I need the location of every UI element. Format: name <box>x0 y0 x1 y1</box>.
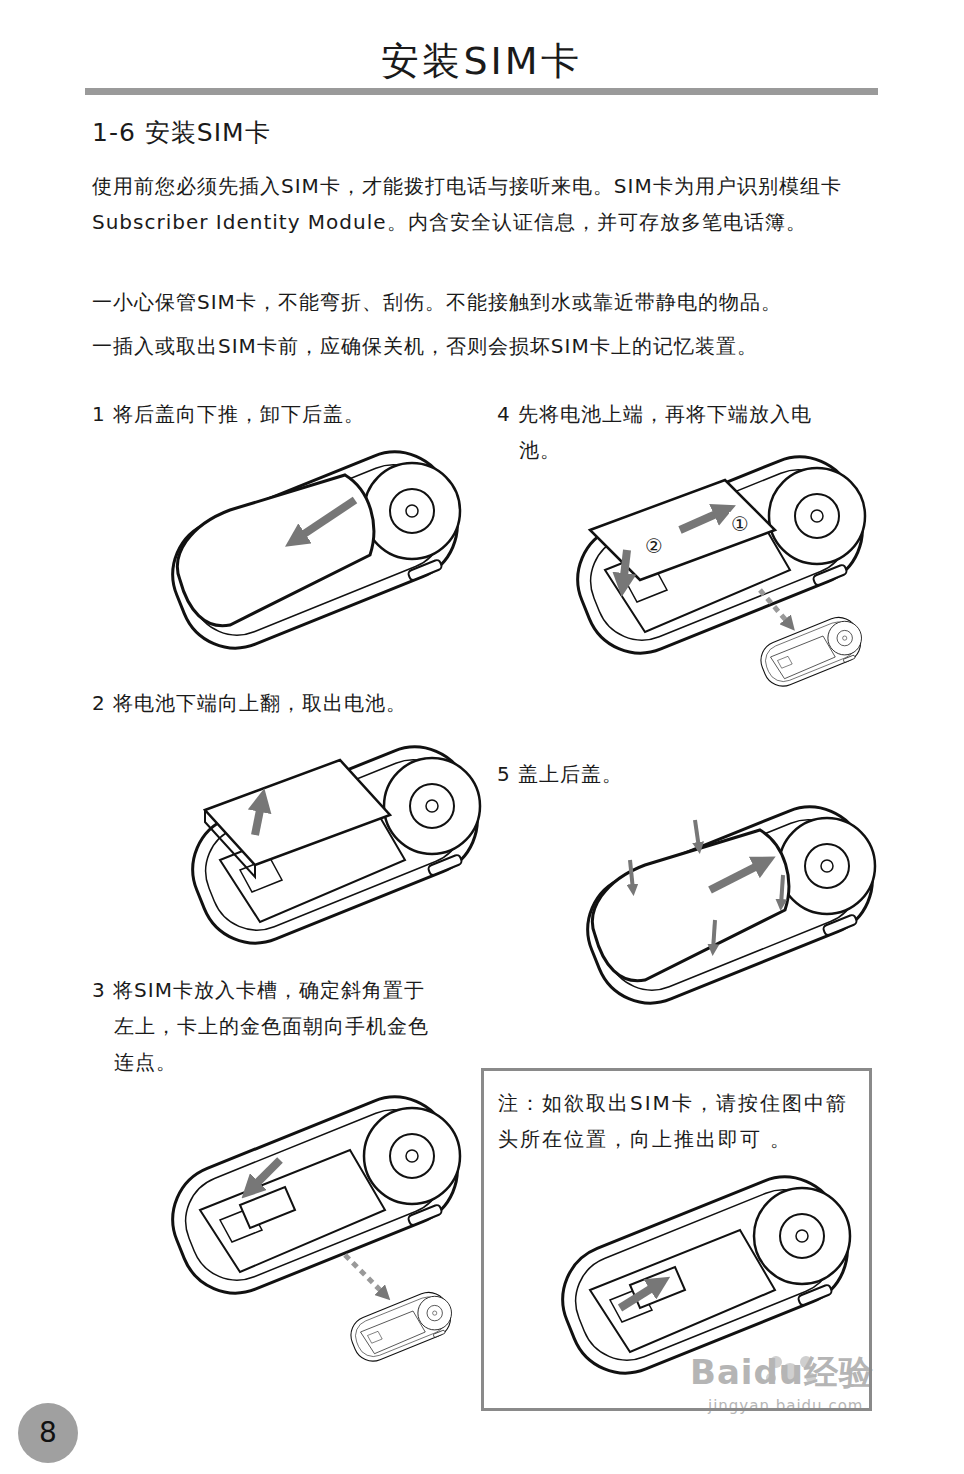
section-heading: 1-6 安装SIM卡 <box>92 116 271 150</box>
watermark: Baidu经验 <box>690 1352 874 1392</box>
step-text: 4 先将电池上端，再将下端放入电池。 <box>497 396 829 468</box>
step-text: 1 将后盖向下推，卸下后盖。 <box>92 396 365 432</box>
node-text: 8 <box>39 1417 57 1449</box>
callout-number: ② <box>643 534 666 558</box>
watermark: jingyan.baidu.com <box>708 1396 863 1416</box>
step-text: 5 盖上后盖。 <box>497 756 623 792</box>
intro-paragraph: 使用前您必须先插入SIM卡，才能拨打电话与接听来电。SIM卡为用户识别模组卡Su… <box>92 168 892 240</box>
node-text: 注：如欲取出SIM卡，请按住图中箭头所在位置，向上推出即可 。 <box>498 1085 855 1157</box>
caution-line: 一小心保管SIM卡，不能弯折、刮伤。不能接触到水或靠近带静电的物品。 <box>92 284 782 320</box>
note-box: 注：如欲取出SIM卡，请按住图中箭头所在位置，向上推出即可 。 <box>481 1068 872 1411</box>
callout-number: ① <box>729 512 752 536</box>
page-title: 安装SIM卡 <box>85 38 878 84</box>
caution-line: 一插入或取出SIM卡前，应确保关机，否则会损坏SIM卡上的记忆装置。 <box>92 328 758 364</box>
page-number-circle: 8 <box>18 1403 78 1463</box>
step-text: 3 将SIM卡放入卡槽，确定斜角置于左上，卡上的金色面朝向手机金色连点。 <box>92 972 444 1080</box>
step-text: 2 将电池下端向上翻，取出电池。 <box>92 685 407 721</box>
